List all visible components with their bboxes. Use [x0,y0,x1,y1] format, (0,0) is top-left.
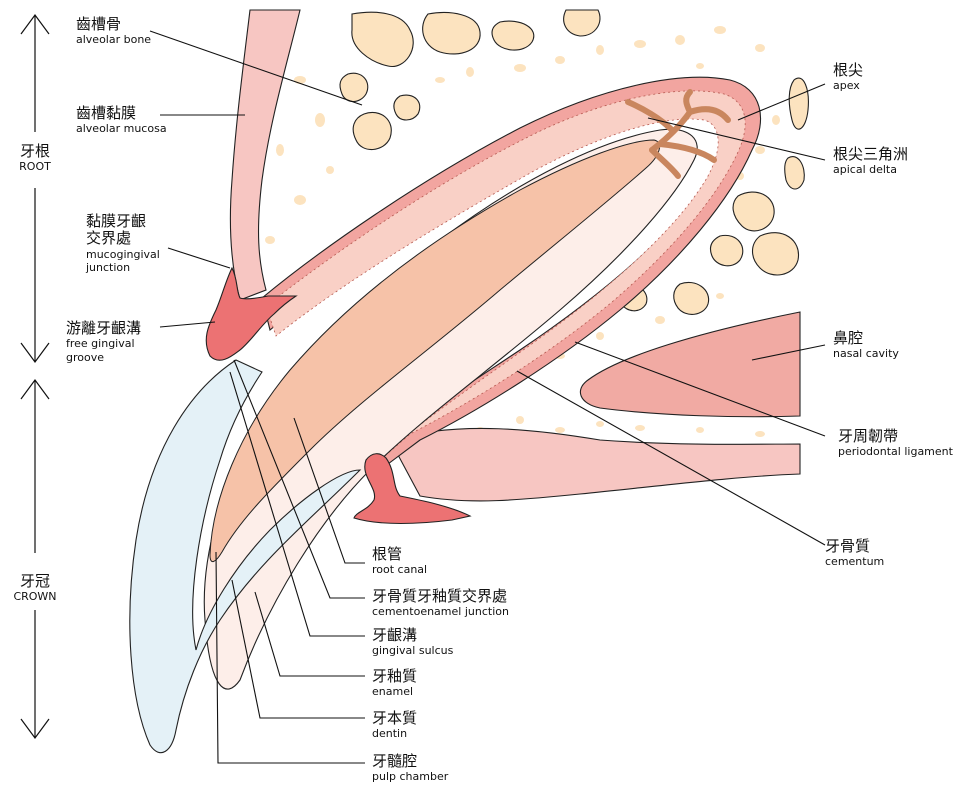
pulp-chamber-en: pulp chamber [372,771,448,784]
free-gingival-en1: free gingival [66,338,141,351]
label-alveolar-mucosa: 齒槽黏膜 alveolar mucosa [76,105,167,136]
enamel-zh: 牙釉質 [372,668,417,685]
nasal-cavity-en: nasal cavity [833,348,899,361]
root-canal-en: root canal [372,564,427,577]
label-apex: 根尖 apex [833,62,863,93]
crown-axis-label: 牙冠 CROWN [5,573,65,604]
gingival-sulcus-en: gingival sulcus [372,645,453,658]
crown-en: CROWN [5,591,65,604]
label-apical-delta: 根尖三角洲 apical delta [833,146,908,177]
mucogingival-en1: mucogingival [86,249,160,262]
apex-zh: 根尖 [833,62,863,79]
dentin-en: dentin [372,728,417,741]
nasal-cavity-zh: 鼻腔 [833,330,899,347]
cej-zh: 牙骨質牙釉質交界處 [372,588,509,605]
apex-en: apex [833,80,863,93]
periodontal-ligament-zh: 牙周韌帶 [838,428,953,445]
crown-zh: 牙冠 [5,573,65,590]
label-periodontal-ligament: 牙周韌帶 periodontal ligament [838,428,953,459]
free-gingival-zh: 游離牙齦溝 [66,320,141,337]
mucogingival-en2: junction [86,262,160,275]
mucogingival-zh2: 交界處 [86,230,160,247]
root-canal-zh: 根管 [372,546,427,563]
cementum-zh: 牙骨質 [825,538,884,555]
free-gingival-en2: groove [66,352,141,365]
apical-delta-zh: 根尖三角洲 [833,146,908,163]
label-gingival-sulcus: 牙齦溝 gingival sulcus [372,627,453,658]
lower-alveolar-tissue [390,428,800,500]
root-en: ROOT [5,161,65,174]
label-free-gingival-groove: 游離牙齦溝 free gingival groove [66,320,141,365]
label-dentin: 牙本質 dentin [372,710,417,741]
alveolar-bone-zh: 齒槽骨 [76,16,151,33]
label-nasal-cavity: 鼻腔 nasal cavity [833,330,899,361]
enamel-en: enamel [372,686,417,699]
dentin-zh: 牙本質 [372,710,417,727]
root-axis-label: 牙根 ROOT [5,143,65,174]
alveolar-mucosa-zh: 齒槽黏膜 [76,105,167,122]
label-alveolar-bone: 齒槽骨 alveolar bone [76,16,151,47]
periodontal-ligament-en: periodontal ligament [838,446,953,459]
apical-delta-en: apical delta [833,164,908,177]
cementum-en: cementum [825,556,884,569]
alveolar-mucosa-en: alveolar mucosa [76,123,167,136]
mucogingival-zh1: 黏膜牙齦 [86,213,160,230]
pulp-chamber-zh: 牙髓腔 [372,753,448,770]
root-zh: 牙根 [5,143,65,160]
crown-axis-arrow [21,380,49,738]
root-axis-arrow [21,15,49,362]
label-cementoenamel-junction: 牙骨質牙釉質交界處 cementoenamel junction [372,588,509,619]
label-cementum: 牙骨質 cementum [825,538,884,569]
label-mucogingival-junction: 黏膜牙齦 交界處 mucogingival junction [86,213,160,275]
label-root-canal: 根管 root canal [372,546,427,577]
label-enamel: 牙釉質 enamel [372,668,417,699]
cej-en: cementoenamel junction [372,606,509,619]
label-pulp-chamber: 牙髓腔 pulp chamber [372,753,448,784]
gingival-sulcus-zh: 牙齦溝 [372,627,453,644]
alveolar-bone-en: alveolar bone [76,34,151,47]
